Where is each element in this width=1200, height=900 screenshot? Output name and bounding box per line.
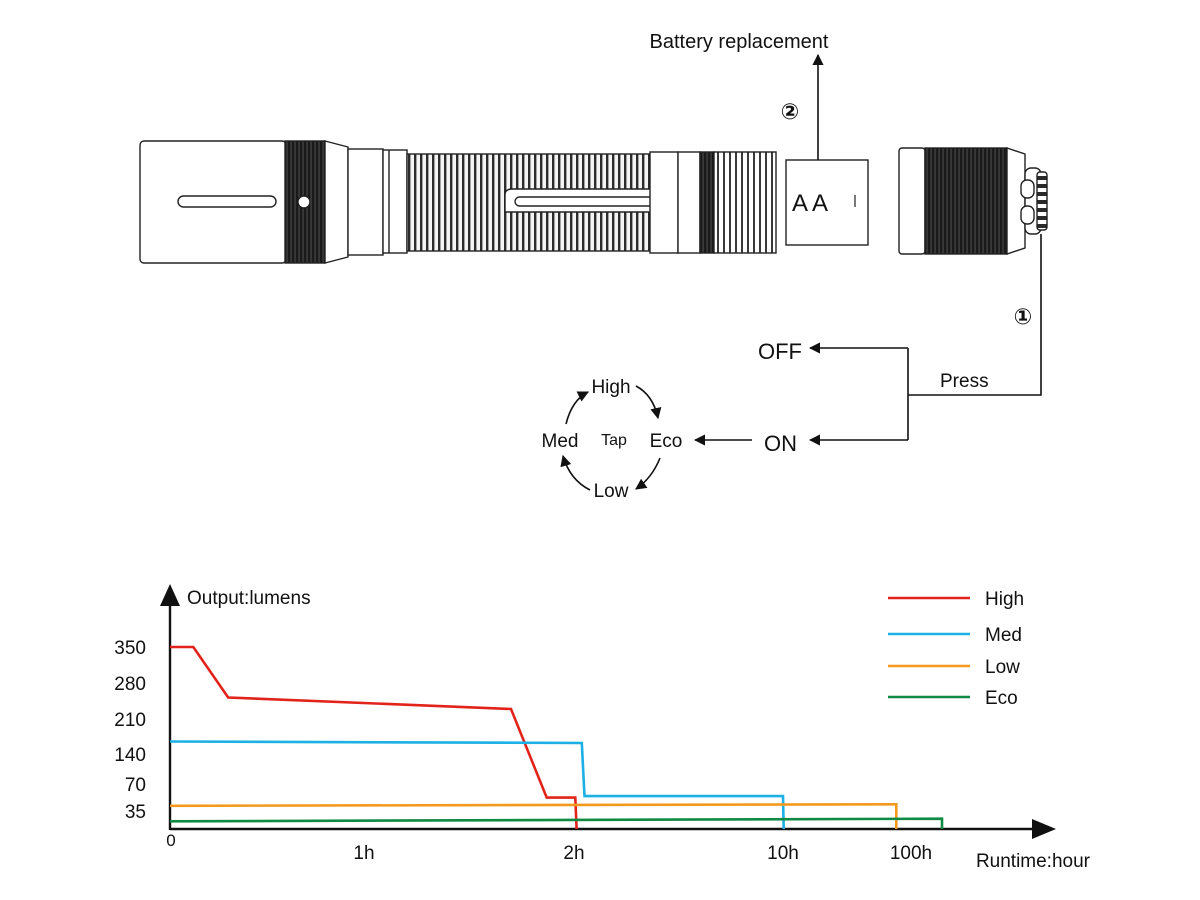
tail-switch-gear: [1036, 171, 1048, 231]
on-label: ON: [764, 431, 797, 456]
bezel-screw: [297, 195, 311, 209]
legend: High Med Low Eco: [888, 589, 1024, 709]
legend-label-eco: Eco: [985, 688, 1018, 709]
x-tick-10h: 10h: [767, 843, 799, 864]
x-axis-arrowhead: [1032, 819, 1056, 839]
series-line-eco: [169, 817, 944, 829]
y-tick-70: 70: [125, 775, 146, 796]
y-tick-210: 210: [114, 710, 146, 731]
clip-slot: [514, 196, 674, 207]
tail-cap-knurl: [924, 147, 1008, 255]
x-tick-0: 0: [166, 831, 175, 850]
step-1-marker: ①: [1014, 304, 1033, 329]
battery-replacement-label: Battery replacement: [650, 31, 829, 53]
tail-cap: [898, 147, 1048, 255]
legend-label-high: High: [985, 589, 1024, 610]
step-2-marker: ②: [781, 99, 800, 124]
series-line-low: [169, 802, 898, 829]
mode-high: High: [591, 377, 630, 398]
press-connector: [908, 234, 1042, 396]
series-line-high: [170, 645, 578, 830]
series-layer: [169, 645, 944, 830]
battery-label: AA: [792, 190, 832, 217]
flashlight-body: [139, 140, 869, 264]
legend-label-low: Low: [985, 657, 1020, 678]
series-line-med: [169, 740, 785, 830]
y-tick-35: 35: [125, 802, 146, 823]
press-label: Press: [940, 371, 989, 392]
lens-window: [177, 195, 277, 208]
x-tick-1h: 1h: [353, 843, 374, 864]
y-tick-350: 350: [114, 638, 146, 659]
y-axis-label: Output:lumens: [187, 588, 311, 609]
y-tick-140: 140: [114, 745, 146, 766]
y-tick-280: 280: [114, 674, 146, 695]
thread-section: [713, 151, 777, 254]
neck-taper: [324, 140, 349, 264]
tap-label: Tap: [601, 432, 627, 449]
y-axis-arrowhead: [160, 584, 180, 606]
mode-cycle: High Eco Low Med Tap: [542, 377, 683, 502]
legend-label-med: Med: [985, 625, 1022, 646]
runtime-chart: Output:lumens Runtime:hour 350 280 210 1…: [114, 584, 1091, 872]
tail-switch-slot-bottom: [1020, 205, 1035, 225]
neck-collar: [382, 149, 408, 254]
mode-low: Low: [594, 481, 629, 502]
x-tick-100h: 100h: [890, 843, 932, 864]
x-tick-2h: 2h: [563, 843, 584, 864]
x-axis-label: Runtime:hour: [976, 851, 1091, 872]
mode-eco: Eco: [650, 431, 683, 452]
neck: [347, 148, 384, 256]
tail-switch-slot-top: [1020, 179, 1035, 199]
battery-aa: [785, 159, 869, 246]
off-label: OFF: [758, 339, 802, 364]
mode-med: Med: [542, 431, 579, 452]
